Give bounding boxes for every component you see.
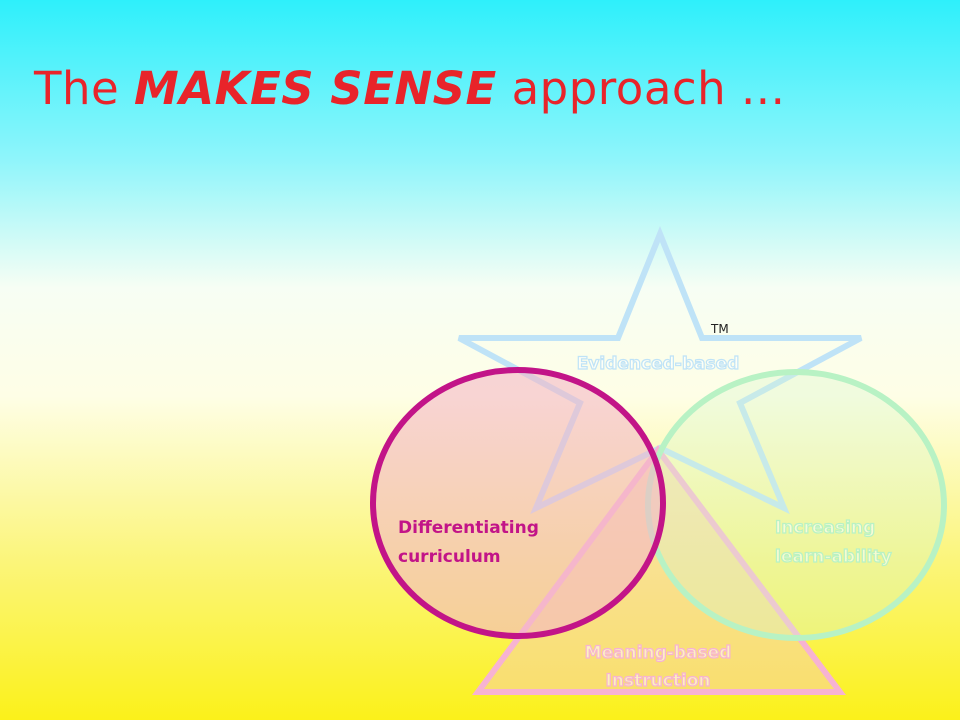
trademark-label: TM xyxy=(710,322,729,336)
left-circle-label-line2: curriculum xyxy=(398,547,501,567)
left-circle-label-line1: Differentiating xyxy=(398,518,539,538)
triangle-label-line2: Instruction xyxy=(606,671,711,691)
right-circle-label-line2: learn-ability xyxy=(775,547,892,567)
title-suffix: approach ... xyxy=(496,62,786,115)
left-circle xyxy=(370,367,666,639)
triangle-label-line1: Meaning-based xyxy=(585,643,732,663)
title-prefix: The xyxy=(34,62,134,115)
right-circle xyxy=(645,369,947,641)
title-emphasis: MAKES SENSE xyxy=(134,62,497,115)
star-label: Evidenced-based xyxy=(577,354,740,374)
slide-title: The MAKES SENSE approach ... xyxy=(34,62,785,115)
right-circle-label-line1: Increasing xyxy=(775,518,875,538)
